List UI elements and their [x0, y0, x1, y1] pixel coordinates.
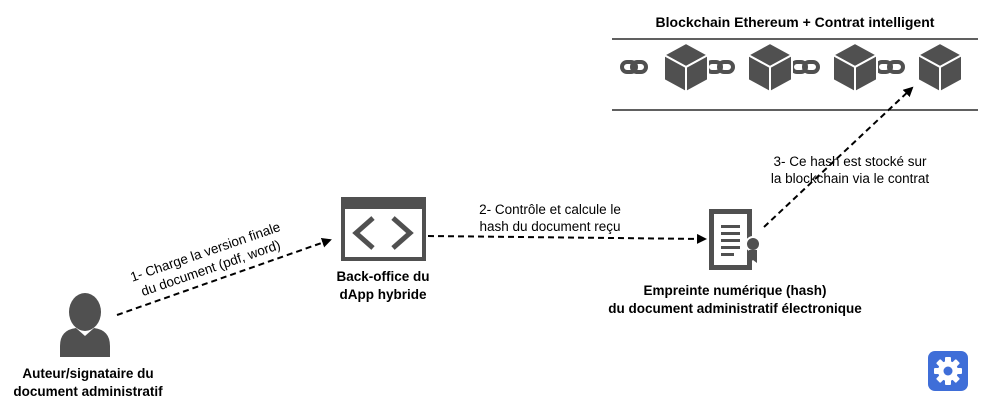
cube-icon — [663, 42, 709, 93]
fingerprint-line1: Empreinte numérique (hash) — [643, 283, 827, 298]
backoffice-line2: dApp hybride — [339, 287, 427, 302]
certificate-icon — [709, 209, 761, 270]
cube-icon — [747, 42, 793, 93]
step2-label: 2- Contrôle et calcule le hash du docume… — [450, 201, 650, 235]
cube-icon — [917, 42, 963, 93]
gear-button[interactable] — [928, 351, 968, 391]
gear-icon — [934, 357, 962, 385]
author-line2: document administratif — [13, 384, 163, 399]
backoffice-label: Back-office du dApp hybride — [300, 268, 466, 304]
step3-line1: 3- Ce hash est stocké sur — [773, 154, 927, 169]
arrow-hash — [427, 233, 707, 244]
chain-link-icon — [875, 60, 905, 74]
arrow-upload — [116, 237, 332, 316]
step2-line2: hash du document reçu — [479, 219, 621, 234]
fingerprint-label: Empreinte numérique (hash) du document a… — [565, 282, 905, 318]
author-line1: Auteur/signataire du — [22, 366, 154, 381]
step3-label: 3- Ce hash est stocké sur la blockchain … — [750, 153, 950, 187]
user-icon — [60, 293, 110, 357]
blockchain-title: Blockchain Ethereum + Contrat intelligen… — [655, 14, 935, 30]
backoffice-line1: Back-office du — [336, 269, 430, 284]
fingerprint-line2: du document administratif électronique — [608, 301, 862, 316]
blockchain-chain — [620, 42, 963, 93]
arrow-store — [763, 86, 914, 228]
chain-link-icon — [705, 60, 735, 74]
step2-line1: 2- Contrôle et calcule le — [479, 202, 621, 217]
step3-line2: la blockchain via le contrat — [770, 171, 930, 186]
code-window-icon — [341, 197, 426, 261]
chain-link-icon — [620, 60, 648, 74]
chain-link-icon — [790, 60, 820, 74]
author-label: Auteur/signataire du document administra… — [0, 365, 176, 401]
cube-icon — [832, 42, 878, 93]
